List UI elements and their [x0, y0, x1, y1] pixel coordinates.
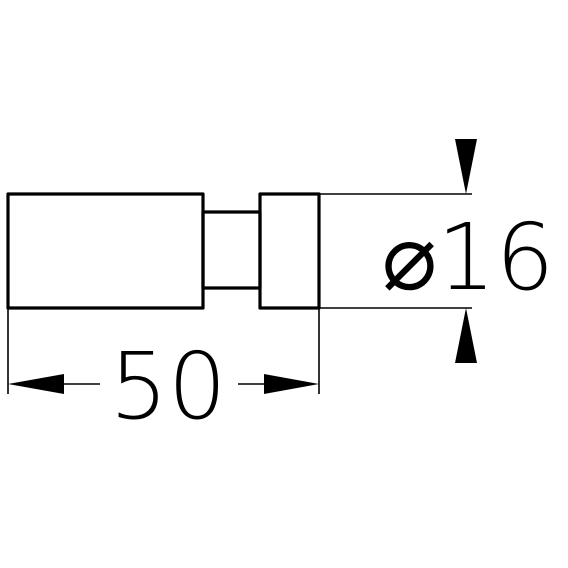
- length-dimension-label: 50: [109, 333, 226, 440]
- length-dimension-line: [8, 374, 319, 394]
- diameter-dimension-label: ⌀16: [382, 204, 554, 311]
- diameter-arrow-top-icon: [455, 139, 477, 194]
- diameter-arrow-bottom-icon: [455, 308, 477, 363]
- hook-outline: [6, 192, 321, 310]
- diameter-dimension-arrows: [455, 139, 477, 363]
- hook-head-cylinder: [258, 192, 321, 310]
- extension-lines: [7, 193, 472, 394]
- hook-base-cylinder: [6, 192, 205, 310]
- length-arrow-right-icon: [264, 374, 319, 394]
- length-arrow-left-icon: [8, 374, 64, 394]
- hook-neck: [201, 210, 262, 290]
